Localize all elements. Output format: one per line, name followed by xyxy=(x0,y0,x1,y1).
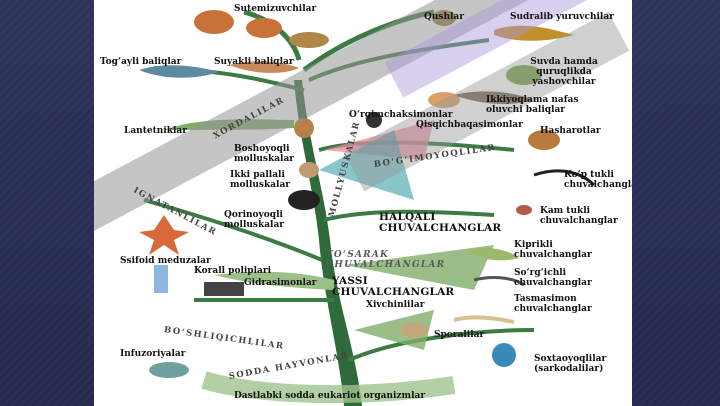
polychaete-icon xyxy=(533,169,596,187)
label-tasmasimon: Tasmasimon chuvalchanglar xyxy=(514,294,592,314)
shrimp-icon xyxy=(428,92,460,108)
branch-echinoderms xyxy=(143,198,323,262)
label-ssifoid: Ssifoid meduzalar xyxy=(120,256,211,266)
label-qushlar: Qushlar xyxy=(424,12,464,22)
bony-fish-icon xyxy=(229,61,299,73)
planarian-icon xyxy=(464,247,519,261)
label-suyakli: Suyakli baliqlar xyxy=(214,57,294,67)
label-lantetniklar: Lantetniklar xyxy=(124,126,187,136)
snail-icon xyxy=(299,162,319,178)
frog-icon xyxy=(506,65,542,85)
tree-trunk xyxy=(294,80,362,406)
lungfish-icon xyxy=(454,91,534,105)
label-sutemizuvchilar: Sutemizuvchilar xyxy=(234,4,317,14)
label-sorgichli: So‘rg‘ichli chuvalchanglar xyxy=(514,268,592,288)
starfish-icon xyxy=(139,215,189,255)
label-ikkiyoqlama: Ikkiyoqlama nafas oluvchi baliqlar xyxy=(486,95,579,115)
flagellate-icon xyxy=(400,322,428,338)
spider-icon xyxy=(366,112,382,128)
base-arc xyxy=(201,371,456,404)
label-kiprikli: Kiprikli chuvalchanglar xyxy=(514,240,592,260)
leaf-cnidarians xyxy=(214,271,334,290)
earthworm-icon xyxy=(516,205,532,215)
tapeworm-icon xyxy=(453,315,515,324)
label-qorinoyoqli: Qorinoyoqli molluskalar xyxy=(224,210,285,230)
diagram-panel: XORDALILAR BO‘G‘IMOYOQLILAR MOLLYUSKALAR… xyxy=(94,0,632,406)
label-qisqichbaqa: Qisqichbaqasimonlar xyxy=(416,120,523,130)
jellyfish-icon xyxy=(154,265,168,293)
label-orgimchak: O‘rgimchaksimonlar xyxy=(349,110,453,120)
label-soxtaoyoqlilar: Soxtaoyoqlilar (sarkodalilar) xyxy=(534,354,607,374)
label-dastlabki: Dastlabki sodda eukariot organizmlar xyxy=(234,391,426,401)
label-togayli: Tog‘ayli baliqlar xyxy=(100,57,182,67)
leaf-arthropods-teal xyxy=(319,130,414,200)
squirrel-icon xyxy=(194,10,234,34)
label-xivchinlilar: Xivchinlilar xyxy=(366,300,425,310)
mussel-icon xyxy=(288,190,320,210)
branch-annelids xyxy=(323,209,495,222)
fluke-icon xyxy=(473,276,525,287)
phylogenetic-tree xyxy=(139,9,596,406)
label-gidrasimonlar: Gidrasimonlar xyxy=(244,278,317,288)
label-ikki-pallali: Ikki pallali molluskalar xyxy=(230,170,291,190)
fox-icon xyxy=(246,18,282,38)
leaf-sporozoa xyxy=(354,310,434,350)
label-halqali: HALQALI CHUVALCHANGLAR xyxy=(379,211,502,234)
butterfly-icon xyxy=(528,130,560,150)
mongoose-icon xyxy=(289,32,329,48)
label-sporalilar: Sporalilar xyxy=(434,330,485,340)
label-hasharotlar: Hasharotlar xyxy=(540,126,601,136)
coral-icon xyxy=(204,282,244,296)
octopus-icon xyxy=(294,118,314,138)
leaf-worms xyxy=(344,245,494,290)
label-korall: Korall poliplari xyxy=(194,266,272,276)
amoeba-icon xyxy=(492,343,516,367)
label-infuzoriyalar: Infuzoriyalar xyxy=(120,349,186,359)
lizard-icon xyxy=(494,25,574,41)
label-sudralib: Sudralib yuruvchilar xyxy=(510,12,614,22)
label-kam-tukli: Kam tukli chuvalchanglar xyxy=(540,206,618,226)
label-kop-tukli: Ko‘p tukli chuvalchanglar xyxy=(564,170,632,190)
shark-icon xyxy=(139,65,219,78)
branch-protozoa xyxy=(348,328,535,362)
ciliate-icon xyxy=(149,362,189,378)
label-boshoyoqli: Boshoyoqli molluskalar xyxy=(234,144,295,164)
label-suvda-hamda: Suvda hamda quruqlikda yashovchilar xyxy=(530,57,598,87)
label-yassi: YASSI CHUVALCHANGLAR xyxy=(332,275,455,298)
label-toasarak: TO‘SARAK CHUVALCHANGLAR xyxy=(326,250,446,270)
